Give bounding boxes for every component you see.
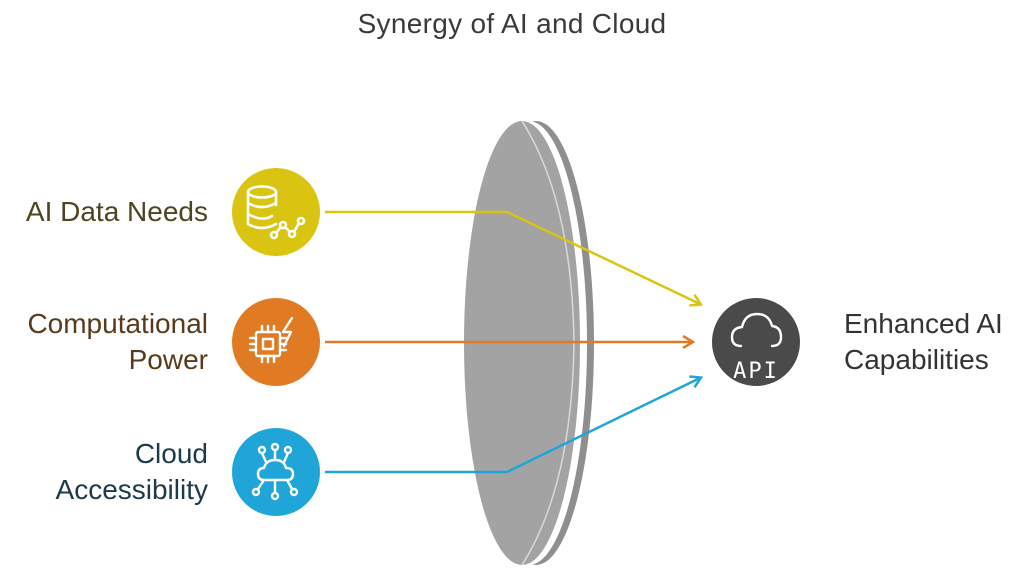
connector-data (325, 210, 700, 304)
node-enhanced-ai: API (712, 298, 800, 386)
cloud-api-icon (730, 312, 783, 348)
connector-cloud (325, 378, 700, 474)
label-line: Cloud (134, 438, 208, 469)
label-enhanced-ai-capabilities: Enhanced AI Capabilities (844, 306, 1024, 378)
diagram-title: Synergy of AI and Cloud (357, 8, 667, 39)
label-line: AI Data Needs (25, 196, 208, 227)
label-line: Capabilities (844, 344, 989, 375)
label-ai-data-needs: AI Data Needs (0, 194, 208, 230)
label-cloud-accessibility: Cloud Accessibility (0, 436, 208, 508)
node-ai-data-needs (232, 168, 320, 256)
database-analytics-icon (246, 185, 306, 240)
label-line: Power (128, 344, 208, 375)
node-cloud-accessibility (232, 428, 320, 516)
cloud-network-icon (251, 442, 299, 501)
node-computational-power (232, 298, 320, 386)
api-text: API (733, 359, 779, 384)
label-line: Enhanced AI (844, 308, 1003, 339)
cpu-lightning-icon (248, 316, 294, 364)
label-line: Computational (27, 308, 208, 339)
label-line: Accessibility (55, 474, 208, 505)
label-computational-power: Computational Power (0, 306, 208, 378)
